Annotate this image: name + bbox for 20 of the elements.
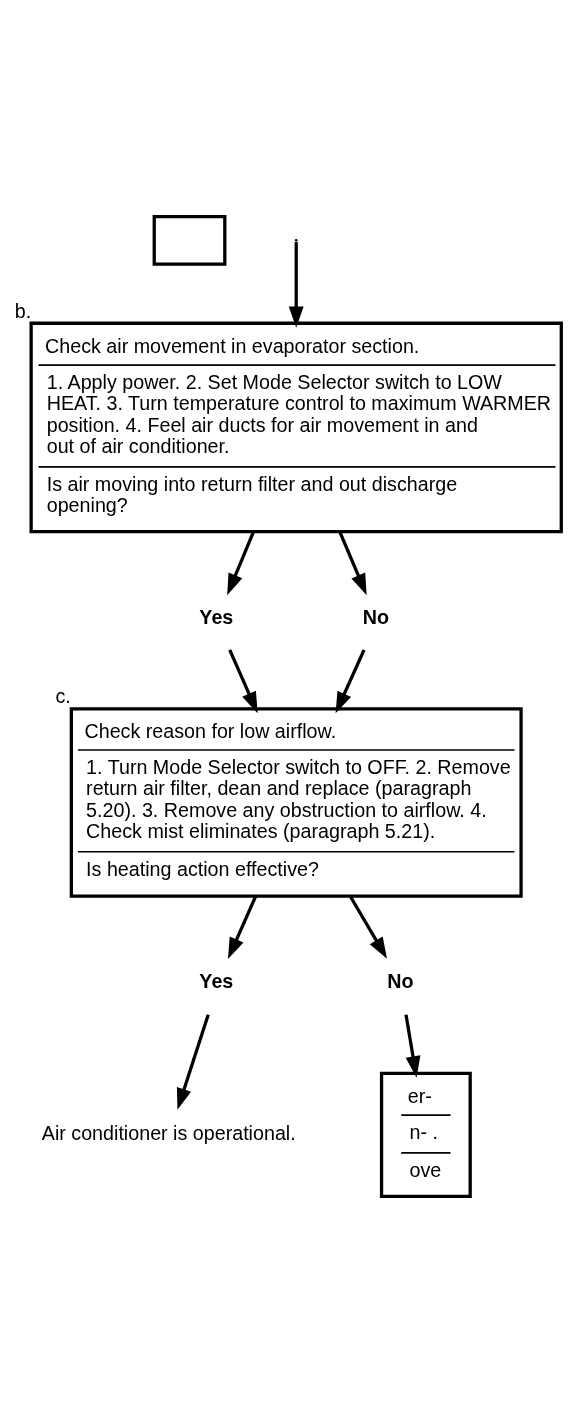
node-box: er- n- . ove bbox=[379, 1071, 472, 1199]
node-label: b. bbox=[14, 299, 32, 322]
node-label: c. bbox=[55, 685, 71, 708]
arrow bbox=[335, 649, 366, 714]
arrow bbox=[348, 895, 388, 959]
arrow bbox=[227, 531, 255, 596]
node-box bbox=[152, 214, 227, 266]
arrow bbox=[338, 531, 367, 596]
node-text: Yes bbox=[199, 605, 234, 628]
node-text: Yes bbox=[199, 970, 234, 993]
arrow bbox=[404, 1014, 421, 1078]
node-box: Check air movement in evaporator section. 1. Apply power. 2. Set Mode Selector switch to LOW HEAT. 3. Turn temperature control to maximum WARMER position. 4. Feel air ducts for air movement in and out of air conditioner. Is air moving into return filter and out discharge opening? bbox=[29, 321, 563, 534]
arrow bbox=[176, 1014, 210, 1110]
node-text: No bbox=[362, 605, 389, 628]
node-text: Air conditioner is operational. bbox=[41, 1121, 296, 1144]
arrow bbox=[228, 649, 258, 714]
arrow bbox=[228, 895, 258, 960]
node-text: No bbox=[387, 970, 414, 993]
node-box: Check reason for low airflow. 1. Turn Mode Selector switch to OFF. 2. Remove return air filter, dean and replace (paragraph 5.20). 3. Remove any obstruction to airflow. 4. Check mist eliminates (paragraph 5.21). Is heating action effective? bbox=[69, 707, 523, 898]
arrow bbox=[288, 242, 304, 328]
